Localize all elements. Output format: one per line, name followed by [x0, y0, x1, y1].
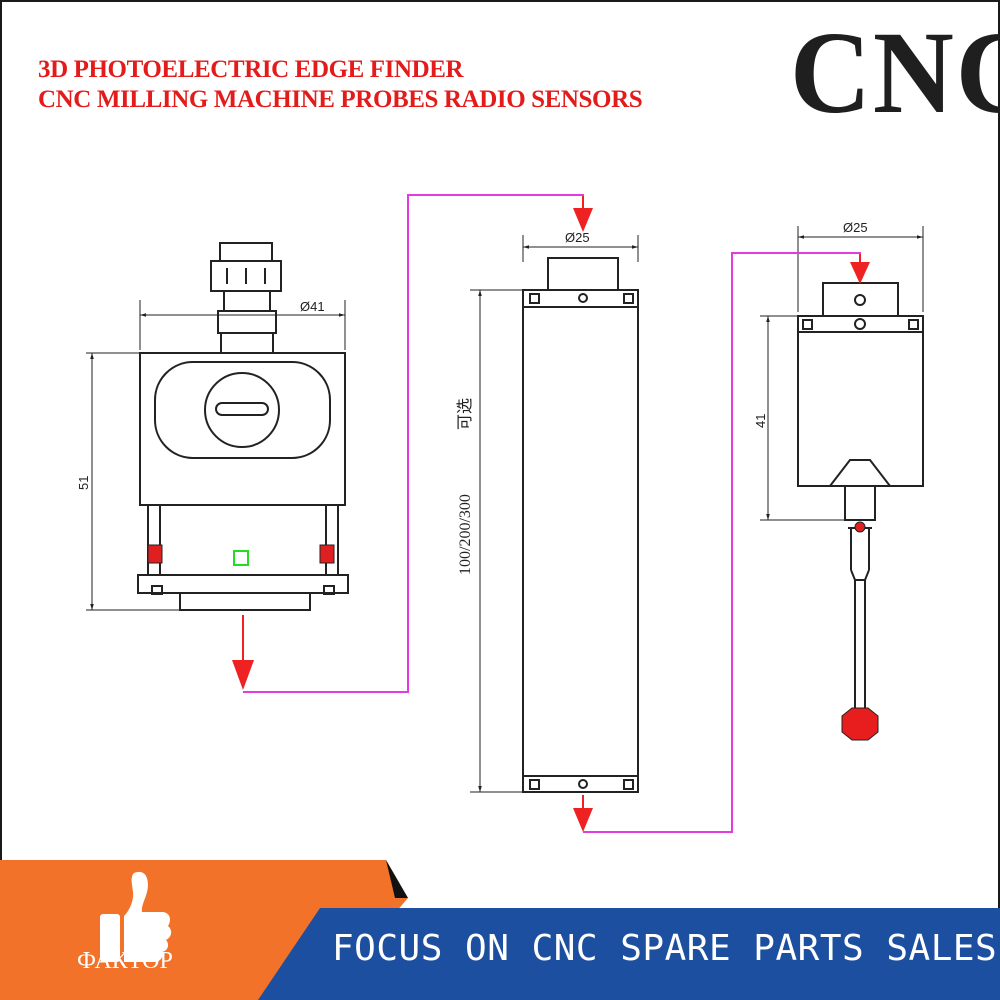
brand-logo-text: ФАКТОР [77, 948, 173, 974]
extension-length-label: 100/200/300 [457, 494, 474, 575]
extension-diameter-label: Ø25 [565, 230, 590, 245]
probe-indicator-dot [854, 521, 866, 533]
banner-orange-top [0, 860, 408, 898]
banner-dark-notch [386, 860, 408, 898]
extension-dimensions [470, 235, 639, 793]
thumbs-up-icon [100, 871, 172, 962]
receiver-led-left [147, 544, 163, 564]
probe-height-label: 41 [753, 414, 768, 428]
receiver-led-right [319, 544, 335, 564]
probe-unit [797, 282, 924, 712]
receiver-indicator-green [233, 550, 249, 566]
arrow-down-probe [850, 262, 870, 284]
receiver-dimensions [86, 300, 346, 611]
probe-dimensions [760, 226, 924, 521]
title-line-2: CNC MILLING MACHINE PROBES RADIO SENSORS [38, 86, 643, 113]
receiver-height-label: 51 [76, 476, 91, 490]
receiver-unit [137, 242, 349, 611]
stylus-ball [841, 707, 879, 741]
title-line-1: 3D PHOTOELECTRIC EDGE FINDER [38, 56, 464, 83]
flow-arrows [232, 196, 870, 832]
probe-diameter-label: Ø25 [843, 220, 868, 235]
banner-blue [258, 908, 1000, 1000]
extension-note-label: 可选 [456, 398, 474, 430]
arrow-down-extension-top [573, 208, 593, 232]
arrow-down-receiver [232, 660, 254, 690]
arrow-down-extension-bottom [573, 808, 593, 832]
brand-word-cnc: CNC [790, 7, 1000, 138]
extension-rod [522, 257, 639, 793]
slogan-text: FOCUS ON CNC SPARE PARTS SALES [332, 928, 998, 969]
receiver-diameter-label: Ø41 [300, 299, 325, 314]
